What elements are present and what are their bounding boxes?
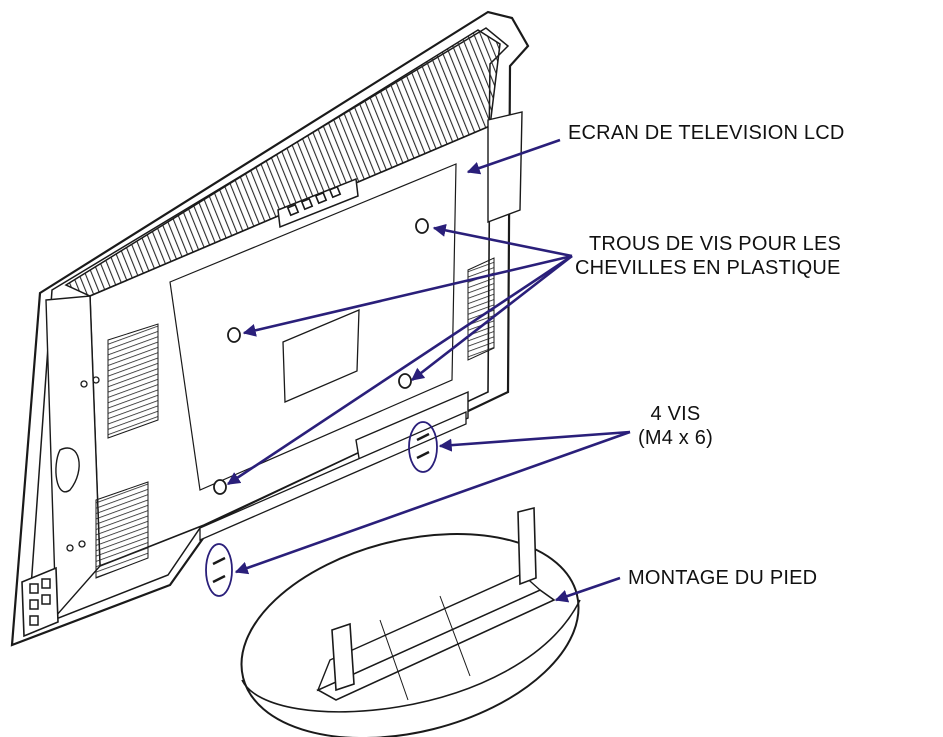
tv-neck-rail — [199, 411, 467, 541]
tv-top-connector-ports — [286, 185, 342, 217]
label-screw-holes-line1: TROUS DE VIS POUR LES — [589, 233, 842, 255]
tv-neck-mount — [355, 390, 469, 465]
screw-hole-top-right — [415, 218, 429, 234]
screw-group-lower — [205, 543, 233, 597]
screw-hole-bottom-right — [398, 373, 412, 389]
tv-side-connector-ports — [29, 578, 51, 626]
screw-hole-top-left — [227, 327, 241, 343]
stand-base-plate — [240, 532, 580, 737]
stand-base-rim — [241, 599, 581, 713]
tv-rear-center-panel — [169, 163, 457, 491]
tv-top-grille — [64, 29, 501, 297]
tv-right-vent — [467, 257, 495, 361]
stand-spine-top — [316, 573, 542, 692]
tv-side-hole — [92, 376, 100, 384]
tv-left-vent-lower — [95, 481, 149, 579]
label-screws: 4 VIS (M4 x 6) — [638, 402, 713, 450]
tv-side-hole — [78, 540, 86, 548]
arrow-hole-bottom-right — [410, 254, 573, 382]
screw-group-upper — [408, 421, 438, 473]
tv-left-vent-upper — [107, 323, 159, 439]
callout-arrows — [226, 138, 631, 603]
tv-left-knob — [55, 447, 80, 493]
arrow-hole-top-left — [242, 254, 573, 337]
stand-post-left — [331, 622, 355, 692]
label-screws-line1: 4 VIS — [650, 403, 701, 425]
tv-side-hole — [80, 380, 88, 388]
arrow-screws-upper — [438, 430, 631, 452]
arrow-hole-bottom-left — [226, 254, 573, 486]
arrow-stand — [554, 576, 621, 603]
stand-post-right — [517, 506, 537, 586]
arrow-screws-lower — [234, 430, 631, 575]
label-stand-assembly: MONTAGE DU PIED — [628, 567, 818, 589]
tv-side-hole — [66, 544, 74, 552]
stand-base — [240, 506, 581, 737]
tv-label-plate — [282, 309, 360, 403]
screw-hole-bottom-left — [213, 479, 227, 495]
arrow-screen — [466, 138, 561, 175]
tv-side-connector-panel — [21, 566, 59, 638]
screw-holes — [213, 218, 429, 495]
label-lcd-screen: ECRAN DE TELEVISION LCD — [568, 122, 845, 144]
lcd-tv-screen — [10, 10, 530, 647]
label-screws-line2: (M4 x 6) — [638, 427, 713, 449]
label-screw-holes: TROUS DE VIS POUR LES CHEVILLES EN PLAST… — [575, 232, 841, 280]
label-screw-holes-line2: CHEVILLES EN PLASTIQUE — [575, 257, 841, 279]
arrow-hole-top-right — [432, 223, 573, 258]
tv-right-bracket — [487, 111, 523, 224]
